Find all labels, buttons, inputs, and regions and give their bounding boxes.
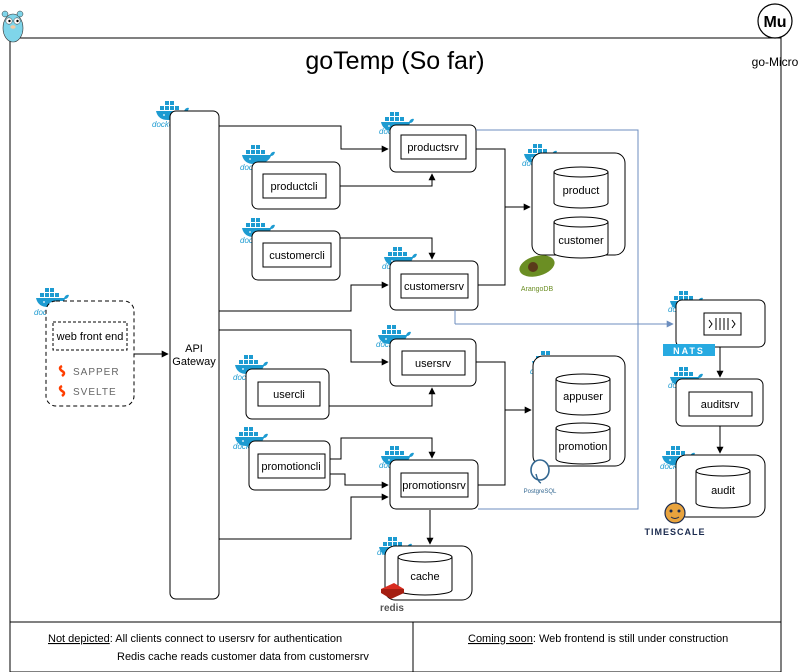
promotionsrv-label: promotionsrv [402, 480, 466, 492]
promotion-table: promotion [555, 422, 611, 465]
usersrv-node: docker usersrv [376, 325, 477, 387]
docker-label: docker [376, 340, 400, 349]
postgres-text: PostgreSQL [524, 489, 557, 495]
usersrv-label: usersrv [415, 358, 452, 370]
page-title: goTemp (So far) [305, 47, 484, 75]
footer-left: Not depicted: All clients connect to use… [48, 633, 369, 663]
frontend-group: docker web front end SAPPER SVELTE [34, 288, 135, 407]
redis-logo: redis [380, 583, 404, 614]
frontend-label: web front end [56, 331, 124, 343]
api-gateway-box [169, 110, 220, 600]
message-queue-icon [708, 318, 736, 330]
gopher-icon [1, 10, 24, 43]
promotion-table-label: promotion [559, 441, 608, 453]
customercli-label: customercli [269, 250, 325, 262]
footer-left-heading: Not depicted [48, 633, 110, 645]
customer-collection-label: customer [558, 235, 604, 247]
footer-right: Coming soon: Web frontend is still under… [468, 633, 728, 645]
audit-label: audit [711, 485, 735, 497]
go-micro-logo: Mu go-Micro [752, 3, 799, 69]
timescale-logo: TIMESCALE [644, 502, 705, 537]
footer-right-heading: Coming soon [468, 633, 533, 645]
svg-text:Coming soon: Web frontend is s: Coming soon: Web frontend is still under… [468, 633, 728, 645]
arangodb-logo: ArangoDB [519, 255, 555, 293]
sapper-logo: SAPPER [58, 364, 120, 378]
promotioncli-label: promotioncli [261, 461, 320, 473]
nats-logo: NATS [663, 344, 715, 356]
connector-lines [219, 125, 724, 545]
timescale-text: TIMESCALE [644, 527, 705, 537]
productsrv-label: productsrv [407, 142, 459, 154]
svg-text:Not depicted: All clients conn: Not depicted: All clients connect to use… [48, 633, 342, 645]
customersrv-node: docker customersrv [382, 247, 479, 311]
arangodb-text: ArangoDB [521, 286, 554, 293]
product-collection-label: product [563, 185, 600, 197]
productcli-label: productcli [270, 181, 317, 193]
footer-right-line1: : Web frontend is still under constructi… [533, 633, 728, 645]
docker-label: docker [233, 442, 257, 451]
sapper-text: SAPPER [73, 367, 120, 378]
customercli-node: docker customercli [240, 218, 341, 281]
pubsub-lines [454, 129, 674, 510]
elephant-icon [530, 459, 550, 481]
auditsrv-label: auditsrv [701, 399, 740, 411]
micro-logo-text: Mu [763, 14, 786, 31]
docker-label: docker [152, 120, 176, 129]
frontend-box [52, 321, 128, 351]
product-collection: product [553, 166, 609, 209]
svelte-icon [58, 384, 66, 397]
nats-node: docker NATS [663, 291, 766, 356]
arangodb-node: docker product customer ArangoDB [519, 144, 626, 293]
usercli-node: docker usercli [233, 355, 330, 420]
customer-collection: customer [553, 216, 609, 259]
redis-node: docker cache redis [377, 537, 473, 614]
productcli-node: docker productcli [240, 145, 341, 210]
appuser-table: appuser [555, 373, 611, 416]
tiger-icon [664, 502, 686, 524]
redis-text: redis [380, 603, 404, 614]
footer-left-line2: Redis cache reads customer data from cus… [117, 651, 369, 663]
docker-label: docker [233, 373, 257, 382]
appuser-table-label: appuser [563, 391, 603, 403]
page-frame [9, 37, 782, 672]
promotioncli-node: docker promotioncli [233, 427, 331, 491]
nats-text: NATS [673, 346, 705, 356]
postgres-logo: PostgreSQL [524, 459, 557, 495]
svelte-text: SVELTE [73, 387, 117, 398]
footer-left-line1: : All clients connect to usersrv for aut… [110, 633, 342, 645]
postgres-node: docker appuser promotion PostgreSQL [524, 351, 626, 495]
api-gateway-label-1: API [185, 343, 203, 355]
docker-icon [242, 145, 275, 164]
promotionsrv-node: docker promotionsrv [379, 446, 479, 510]
api-gateway-label-2: Gateway [172, 356, 216, 368]
productsrv-node: docker productsrv [379, 112, 477, 173]
micro-logo-caption: go-Micro [752, 55, 799, 69]
svelte-logo: SVELTE [58, 384, 117, 398]
cache-label: cache [410, 571, 439, 583]
auditsrv-node: docker auditsrv [668, 367, 764, 427]
customersrv-label: customersrv [404, 281, 464, 293]
usercli-label: usercli [273, 389, 305, 401]
timescale-node: docker audit TIMESCALE [644, 446, 766, 537]
docker-label: docker [660, 462, 684, 471]
sapper-icon [58, 364, 66, 377]
